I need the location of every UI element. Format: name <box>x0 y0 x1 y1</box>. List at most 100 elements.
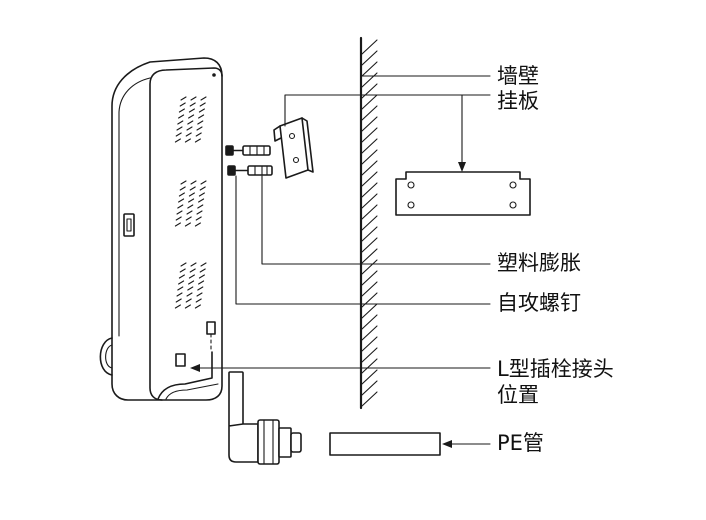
wall-hatch-line <box>361 116 378 132</box>
vent-slit <box>180 96 187 101</box>
screw-plug-set-lower <box>227 165 273 176</box>
wall <box>359 36 378 410</box>
vent-slit <box>179 186 186 191</box>
label-l-connector-line1: L型插栓接头 <box>497 357 614 381</box>
wall-hatch-line <box>361 270 378 286</box>
plate-hole <box>407 201 415 209</box>
vent-slit <box>176 126 183 131</box>
vent-slit <box>175 216 182 221</box>
label-l-connector-line2: 位置 <box>497 383 539 407</box>
plastic-expansion-plug <box>247 165 273 176</box>
vent-slit <box>180 180 187 185</box>
vent-slit <box>194 222 201 227</box>
vent-slit <box>200 262 207 267</box>
screw-head <box>227 165 236 176</box>
connector-collet-ring <box>290 432 302 453</box>
wall-hatch-line <box>361 105 378 121</box>
device-top-inner-edge <box>118 77 151 113</box>
leader-lines <box>190 75 491 448</box>
wall-hatch-line <box>361 138 378 154</box>
wall-hatch-line <box>361 61 378 77</box>
arrowhead-down <box>458 162 466 172</box>
plate-side-lip <box>273 125 282 142</box>
vent-slit <box>187 120 194 125</box>
vent-slit <box>196 210 203 215</box>
vent-slit <box>188 114 195 119</box>
wall-hatch-line <box>361 303 378 319</box>
wall-hatch-line <box>361 248 378 264</box>
vent-slit <box>194 138 201 143</box>
connector-port-square <box>175 353 186 367</box>
vent-slit <box>176 210 183 215</box>
vent-slit <box>178 108 185 113</box>
vent-slit <box>198 198 205 203</box>
labels: 墙壁 挂板 塑料膨胀 自攻螺钉 L型插栓接头 位置 PE管 <box>497 64 614 455</box>
wall-hatch-line <box>361 215 378 231</box>
vent-slit <box>186 292 193 297</box>
device-front-panel-edge <box>149 67 223 401</box>
leader-hanging-plate <box>284 94 491 127</box>
screw-plug-set-upper <box>225 145 271 156</box>
vent-slit <box>178 274 185 279</box>
vent-slit <box>174 304 181 309</box>
vent-slit <box>197 120 204 125</box>
vent-slit <box>190 180 197 185</box>
vent-slit <box>195 216 202 221</box>
wall-hatch-line <box>361 160 378 176</box>
device-bottom-bracket <box>157 351 213 400</box>
vent-slit <box>190 262 197 267</box>
connector-hex-nut <box>257 419 280 465</box>
vent-slit <box>178 192 185 197</box>
device-side-handle <box>123 213 135 237</box>
leader-self-tapping-screw <box>235 175 491 305</box>
vent-slit <box>188 280 195 285</box>
vent-slit <box>189 268 196 273</box>
vent-slit <box>174 138 181 143</box>
vent-slit <box>184 304 191 309</box>
vent-slit <box>175 132 182 137</box>
vent-slit <box>199 268 206 273</box>
device-side-handle-slot <box>126 218 132 232</box>
wall-hatch-line <box>361 347 378 363</box>
vent-slit <box>190 96 197 101</box>
plate-front-body <box>395 171 531 216</box>
vent-slit <box>185 216 192 221</box>
device-bottom-bracket-edge <box>165 383 219 400</box>
vent-slit <box>177 120 184 125</box>
device-indicator-dot <box>212 73 216 77</box>
device-bottom-foot <box>99 337 113 376</box>
vent-slit <box>198 192 205 197</box>
wall-hatch-line <box>361 237 378 253</box>
vent-grilles <box>174 96 207 309</box>
wall-hatch-line <box>361 72 378 88</box>
wall-hatch-line <box>361 314 378 330</box>
wall-hatch-line <box>361 149 378 165</box>
vent-slit <box>175 298 182 303</box>
label-wall: 墙壁 <box>497 64 539 88</box>
vent-slit <box>200 96 207 101</box>
screw-head <box>225 145 234 156</box>
device-bottom-foot-inner <box>105 344 113 369</box>
vent-slit <box>198 280 205 285</box>
vent-slit <box>179 102 186 107</box>
l-type-connector-fitting <box>228 371 302 465</box>
vent-slit <box>200 180 207 185</box>
plate-side-thickness <box>301 117 314 173</box>
vent-slit <box>199 186 206 191</box>
pe-pipe <box>329 432 441 456</box>
wall-hatch-line <box>361 182 378 198</box>
vent-slit <box>188 108 195 113</box>
vent-slit <box>199 102 206 107</box>
wall-hatch-line <box>361 193 378 209</box>
wall-hatch-line <box>361 358 378 374</box>
vent-slit <box>194 304 201 309</box>
wall-hatch-line <box>361 204 378 220</box>
plate-side-hole-bottom <box>292 156 300 164</box>
vent-slit <box>187 286 194 291</box>
vent-slit <box>188 274 195 279</box>
vent-slit <box>185 298 192 303</box>
hanging-plate-side-view <box>273 117 314 179</box>
vent-slit <box>174 222 181 227</box>
plate-hole <box>509 181 517 189</box>
vent-slit <box>179 268 186 273</box>
